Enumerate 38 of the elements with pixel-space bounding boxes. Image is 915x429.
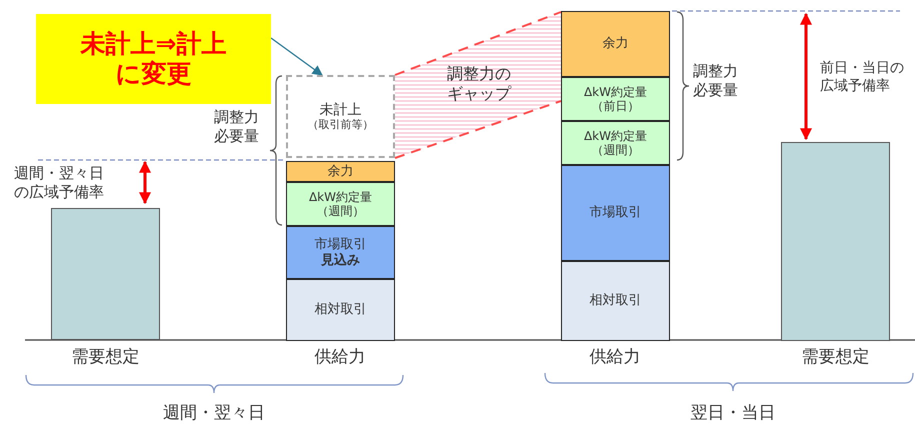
segment-label: （取引前等） — [306, 118, 374, 132]
annotation-label: 供給力 — [588, 347, 642, 368]
bar-segment — [286, 161, 395, 182]
annotation-label: 供給力 — [314, 347, 366, 368]
arrow — [270, 37, 323, 76]
bar-segment — [561, 261, 670, 341]
segment-label: 余力 — [326, 164, 354, 180]
bar-segment — [286, 75, 395, 158]
annotation-label: 調整力必要量 — [693, 62, 739, 100]
segment-label: 市場取引 — [588, 205, 642, 221]
segment-label: ΔkW約定量（前日） — [582, 84, 648, 114]
segment-label: 市場取引 — [314, 236, 368, 252]
annotation-label: 前日・当日の広域予備率 — [820, 60, 905, 95]
segment-label: 余力 — [602, 36, 630, 52]
segment-label: 相対取引 — [314, 302, 368, 318]
callout-box — [36, 14, 271, 104]
axis-label: 需要想定 — [70, 347, 140, 368]
annotation-label: 週間・翌々日の広域予備率 — [14, 164, 105, 202]
segment-label: ΔkW約定量（週間） — [582, 128, 648, 158]
annotation-label: 週間・翌々日 — [162, 403, 266, 424]
segment-label: 相対取引 — [588, 293, 642, 309]
segment-label: 未計上 — [318, 102, 362, 118]
axis-label: 需要想定 — [800, 347, 870, 368]
bar-segment — [286, 279, 395, 341]
bar-segment — [561, 11, 670, 77]
bar-segment — [561, 121, 670, 165]
bar-segment — [286, 182, 395, 226]
segment-label: 見込み — [320, 252, 361, 268]
annotation-label: 調整力必要量 — [214, 108, 260, 146]
bar-segment — [286, 226, 395, 279]
demand-bar — [51, 208, 160, 340]
demand-bar — [781, 142, 890, 341]
segment-label: 未計上⇒計上に変更 — [79, 29, 228, 89]
segment-label: ΔkW約定量（週間） — [308, 190, 373, 218]
annotation-label: 調整力のギャップ — [446, 64, 512, 104]
bar-segment — [561, 165, 670, 261]
annotation-label: 翌日・当日 — [690, 403, 776, 424]
bar-segment — [561, 77, 670, 121]
